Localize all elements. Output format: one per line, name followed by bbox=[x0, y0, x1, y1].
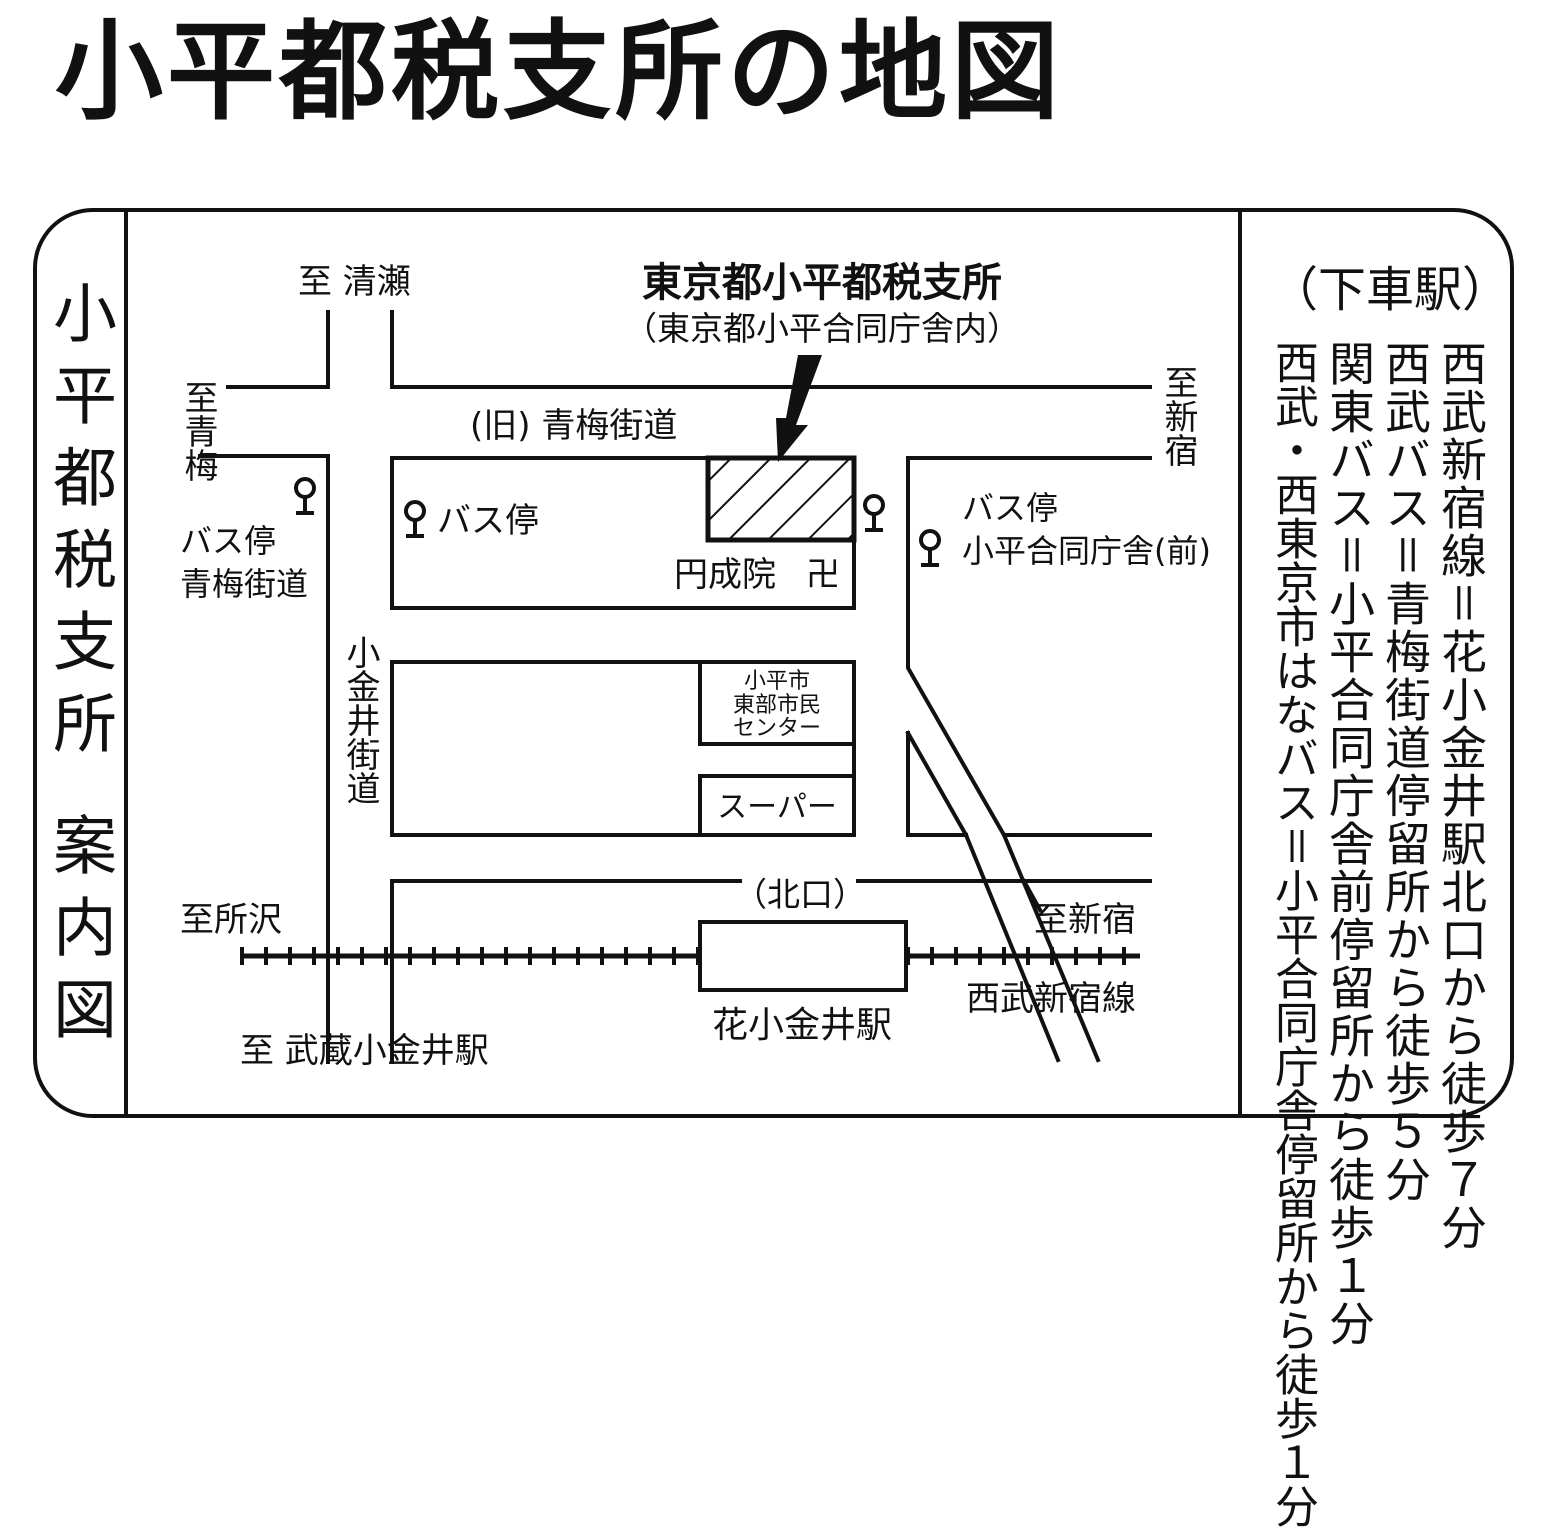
left-divider bbox=[124, 212, 128, 1116]
community-center-building bbox=[698, 660, 856, 746]
label-bus-stop-godo-1: バス停 bbox=[962, 489, 1058, 527]
bus-stop-icon bbox=[919, 529, 941, 567]
side-subtitle: 案内図 bbox=[42, 812, 116, 1058]
access-route: 西武バス＝青梅街道停留所から徒歩５分 bbox=[1378, 340, 1432, 1204]
label-to-shinjuku-south: 至新宿 bbox=[1034, 900, 1136, 940]
label-koganei-kaido: 小金井街道 bbox=[340, 635, 380, 805]
label-community-center-2: 東部市民 bbox=[733, 693, 821, 718]
label-to-ome: 至青梅 bbox=[178, 380, 218, 482]
bus-stop-icon bbox=[294, 477, 316, 515]
station-building bbox=[698, 920, 908, 992]
label-bus-stop: バス停 bbox=[437, 501, 539, 541]
label-bus-stop-ome-1: バス停 bbox=[180, 522, 276, 560]
temple-icon: 卍 bbox=[806, 555, 840, 595]
label-enjoin: 円成院 bbox=[674, 555, 776, 595]
label-to-kiyose: 至 清瀬 bbox=[298, 262, 411, 302]
access-route: 西武・西東京市はなバス＝小平合同庁舎停留所から徒歩１分 bbox=[1267, 340, 1318, 1528]
label-bus-stop-ome-2: 青梅街道 bbox=[180, 565, 308, 603]
south-block bbox=[390, 660, 856, 837]
label-to-tokorozawa: 至所沢 bbox=[180, 900, 282, 940]
label-hanakoganei-station: 花小金井駅 bbox=[712, 1005, 892, 1046]
office-name: 東京都小平都税支所 bbox=[642, 260, 1002, 306]
label-seibu-shinjuku-line: 西武新宿線 bbox=[966, 979, 1136, 1019]
tax-office-building bbox=[705, 455, 857, 543]
label-old-ome-kaido: (旧) 青梅街道 bbox=[470, 406, 677, 446]
supermarket-building bbox=[698, 774, 856, 837]
label-supermarket: スーパー bbox=[717, 790, 837, 825]
label-to-musashi-koganei: 至 武蔵小金井駅 bbox=[240, 1031, 489, 1071]
area-map: 東京都小平都税支所 （東京都小平合同庁舎内） 至 清瀬 至青梅 至新宿 (旧) … bbox=[178, 260, 1211, 1071]
label-bus-stop-godo-2: 小平合同庁舎(前) bbox=[962, 532, 1211, 570]
page-title: 小平都税支所の地図 bbox=[55, 10, 1064, 135]
label-to-shinjuku-north: 至新宿 bbox=[1158, 365, 1198, 467]
office-pointer-arrow bbox=[776, 355, 822, 462]
office-subtitle: （東京都小平合同庁舎内） bbox=[624, 309, 1020, 348]
road-lines bbox=[198, 310, 1152, 1064]
access-route: 西武新宿線＝花小金井駅北口から徒歩７分 bbox=[1434, 340, 1488, 1252]
right-divider bbox=[1238, 212, 1242, 1116]
label-north-exit: （北口） bbox=[734, 875, 866, 914]
bus-stop-icon bbox=[863, 494, 885, 532]
side-title: 小平都税支所 bbox=[42, 280, 116, 772]
bus-stop-icon bbox=[404, 500, 426, 538]
access-header: （下車駅） bbox=[1270, 262, 1511, 318]
access-route: 関東バス＝小平合同庁舎前停留所から徒歩１分 bbox=[1322, 340, 1376, 1348]
map-frame bbox=[33, 208, 1514, 1118]
label-community-center-1: 小平市 bbox=[744, 669, 810, 694]
label-community-center-3: センター bbox=[733, 716, 821, 741]
